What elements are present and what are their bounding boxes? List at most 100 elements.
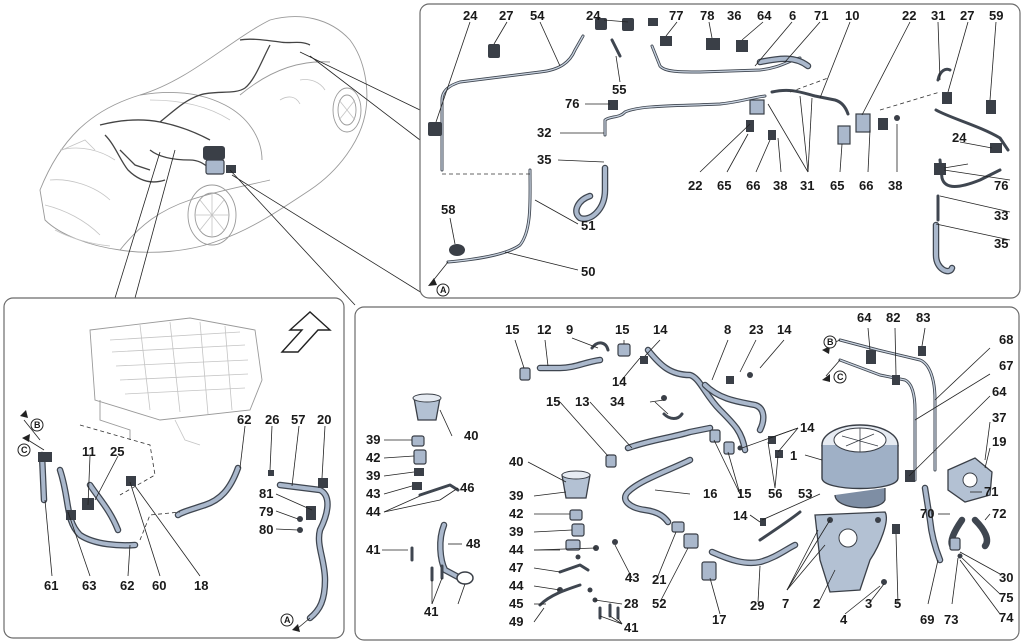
callout: 38 (888, 178, 902, 193)
callout: 8 (724, 322, 731, 337)
callout: 51 (581, 218, 595, 233)
direction-arrow-icon (280, 311, 332, 353)
callout: 39 (509, 524, 523, 539)
callout: 62 (120, 578, 134, 593)
connector-B-left: B (20, 410, 44, 432)
callout: 23 (749, 322, 763, 337)
callout: 63 (82, 578, 96, 593)
callout: 77 (669, 8, 683, 23)
callouts-bottom-left: 62 26 57 20 11 25 81 79 80 61 63 62 60 1… (44, 412, 331, 593)
connector-label: C (21, 445, 28, 455)
callouts-bottom-right: 15 12 9 15 14 8 23 14 64 82 83 68 67 14 … (366, 310, 1014, 635)
callout: 10 (845, 8, 859, 23)
callout: 49 (509, 614, 523, 629)
callout: 61 (44, 578, 58, 593)
callout: 52 (652, 596, 666, 611)
callout: 41 (624, 620, 638, 635)
callout: 33 (994, 208, 1008, 223)
callout: 19 (992, 434, 1006, 449)
callout: 34 (610, 394, 625, 409)
callout: 27 (960, 8, 974, 23)
callout: 62 (237, 412, 251, 427)
callout: 72 (992, 506, 1006, 521)
callout: 24 (463, 8, 478, 23)
callout: 15 (737, 486, 751, 501)
callout: 7 (782, 596, 789, 611)
callout: 6 (789, 8, 796, 23)
callout: 56 (768, 486, 782, 501)
callout: 29 (750, 598, 764, 613)
callout: 65 (717, 178, 731, 193)
callout: 16 (703, 486, 717, 501)
callout: 18 (194, 578, 208, 593)
panel-bottom-left (3, 297, 345, 639)
callout: 82 (886, 310, 900, 325)
callout: 41 (366, 542, 380, 557)
callout: 64 (992, 384, 1007, 399)
callout: 31 (931, 8, 945, 23)
connector-A-top: A (428, 261, 450, 297)
callout: 38 (773, 178, 787, 193)
callout: 25 (110, 444, 124, 459)
callout: 80 (259, 522, 273, 537)
callout: 74 (999, 610, 1014, 625)
callout: 39 (509, 488, 523, 503)
callout: 12 (537, 322, 551, 337)
callout: 15 (546, 394, 560, 409)
callout: 44 (366, 504, 381, 519)
callout: 13 (575, 394, 589, 409)
panel-top-right (419, 3, 1021, 299)
connector-C-left: C (17, 434, 31, 457)
callout: 3 (865, 596, 872, 611)
callout: 57 (291, 412, 305, 427)
callout: 46 (460, 480, 474, 495)
callout: 79 (259, 504, 273, 519)
callout: 41 (424, 604, 438, 619)
connector-C-right: C (822, 370, 847, 384)
callout: 50 (581, 264, 595, 279)
connector-label: A (440, 285, 447, 295)
callout: 22 (902, 8, 916, 23)
car-illustration (39, 16, 431, 306)
connector-label: B (827, 337, 834, 347)
callout: 22 (688, 178, 702, 193)
callout: 71 (814, 8, 828, 23)
callout: 76 (565, 96, 579, 111)
callout: 28 (624, 596, 638, 611)
callout: 14 (653, 322, 668, 337)
connector-label: B (34, 420, 41, 430)
callout: 30 (999, 570, 1013, 585)
callout: 15 (615, 322, 629, 337)
callouts-top-right: 24 27 54 24 77 78 36 64 6 71 10 22 31 27… (441, 8, 1008, 279)
callout: 68 (999, 332, 1013, 347)
callout: 26 (265, 412, 279, 427)
callout: 43 (366, 486, 380, 501)
callout: 66 (859, 178, 873, 193)
callout: 42 (366, 450, 380, 465)
callout: 71 (984, 484, 998, 499)
connector-label: C (837, 372, 844, 382)
callout: 14 (612, 374, 627, 389)
callout: 31 (800, 178, 814, 193)
callout: 24 (586, 8, 601, 23)
connector-label: A (284, 615, 291, 625)
callout: 15 (505, 322, 519, 337)
callout: 9 (566, 322, 573, 337)
connector-A-left: A (280, 613, 300, 632)
callout: 17 (712, 612, 726, 627)
callout: 54 (530, 8, 545, 23)
callout: 27 (499, 8, 513, 23)
callout: 60 (152, 578, 166, 593)
callout: 20 (317, 412, 331, 427)
callout: 64 (857, 310, 872, 325)
callout: 14 (777, 322, 792, 337)
callout: 36 (727, 8, 741, 23)
callout: 24 (952, 130, 967, 145)
callout: 78 (700, 8, 714, 23)
callout: 66 (746, 178, 760, 193)
panel-bottom-right (354, 306, 1020, 641)
callout: 32 (537, 125, 551, 140)
callout: 43 (625, 570, 639, 585)
callout: 65 (830, 178, 844, 193)
callout: 14 (733, 508, 748, 523)
